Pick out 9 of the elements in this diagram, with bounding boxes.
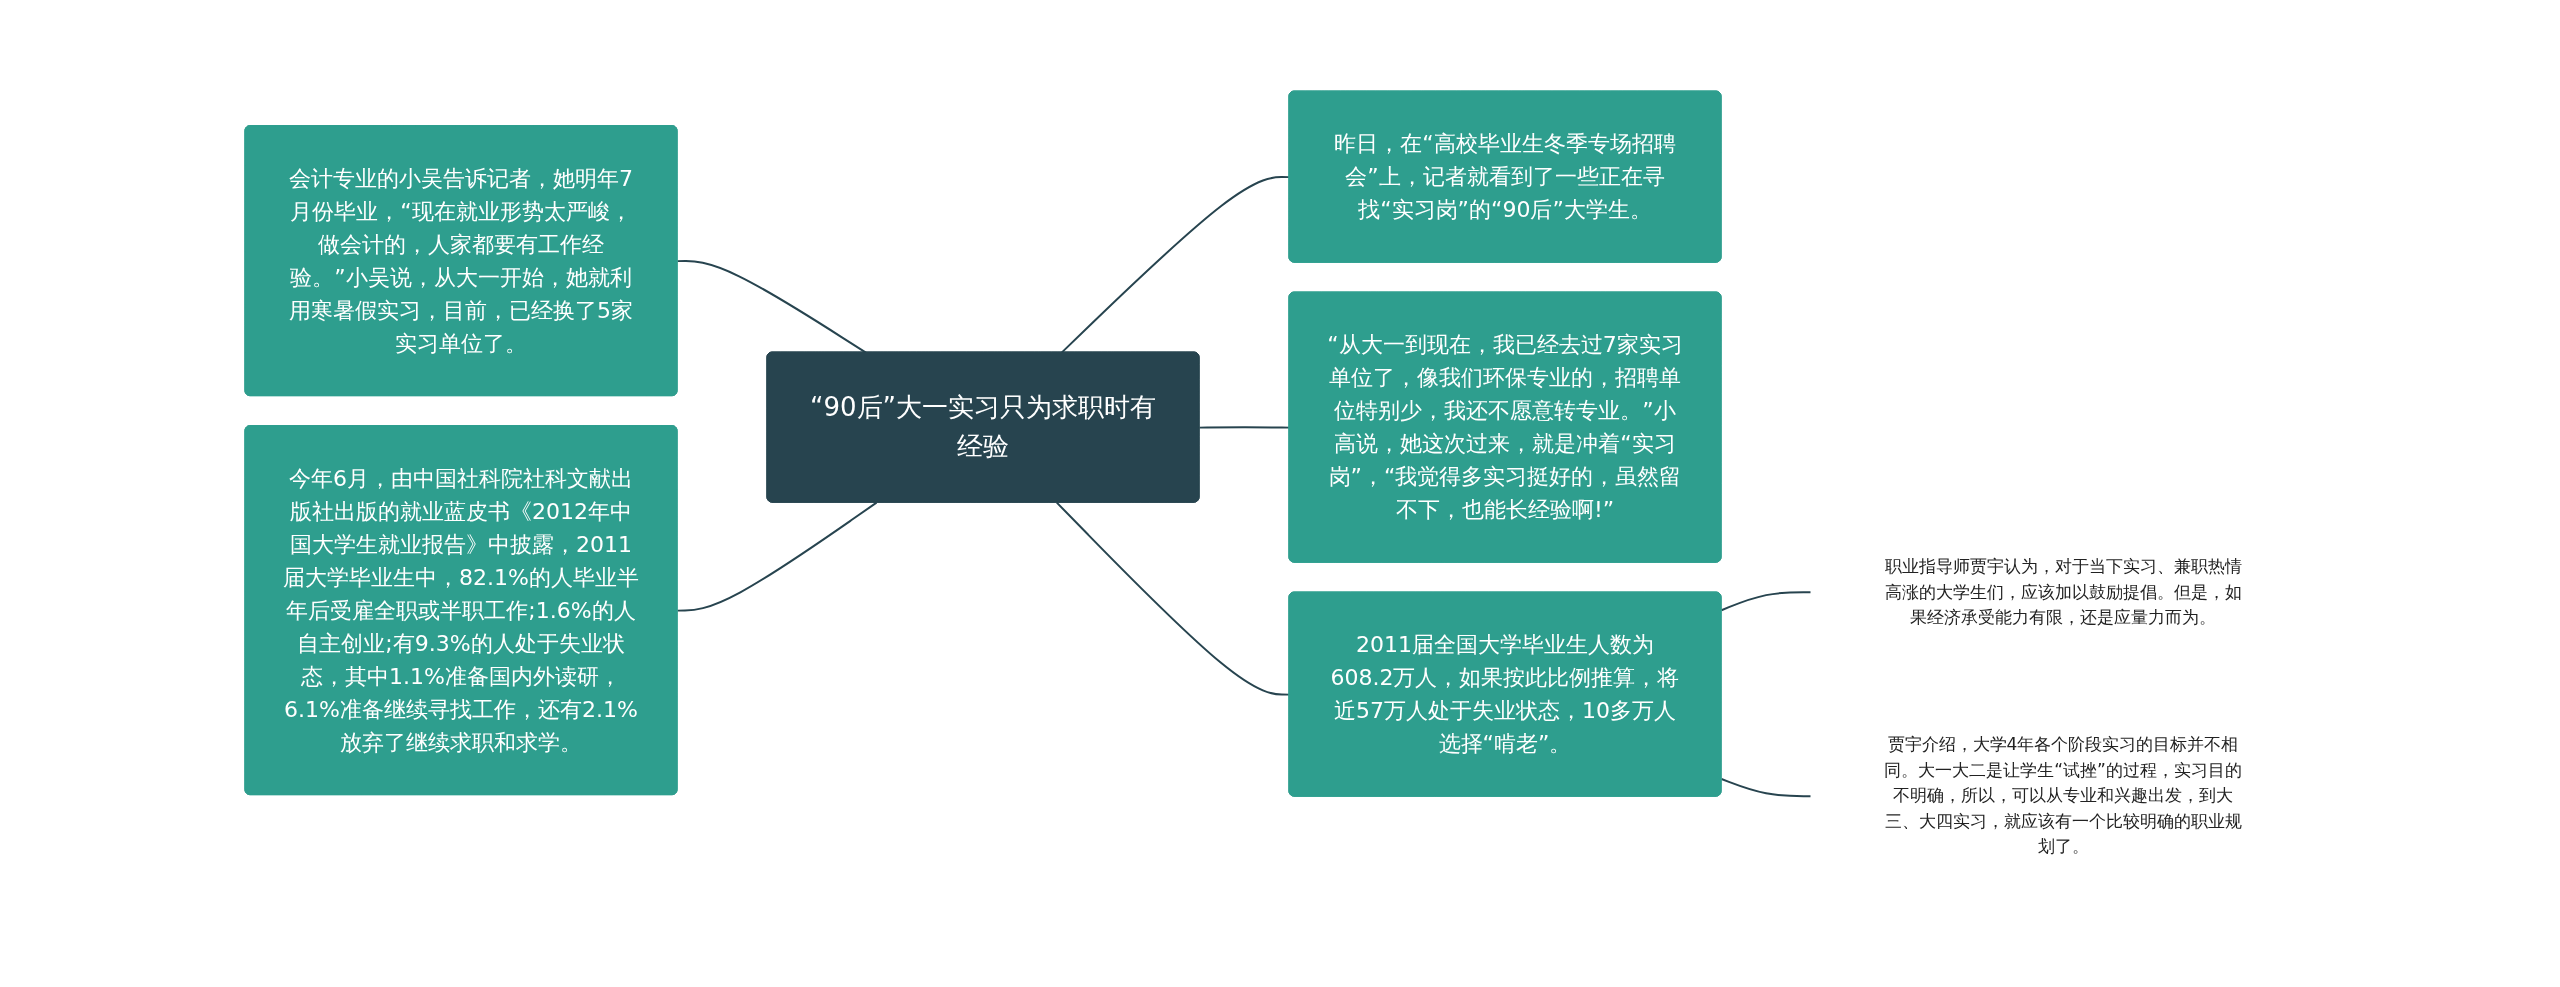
connector: [1720, 591, 1812, 612]
connector: [676, 260, 867, 354]
connector: [1060, 176, 1291, 354]
connector: [1055, 501, 1291, 696]
connector: [676, 501, 878, 612]
node-text: 职业指导师贾宇认为，对于当下实习、兼职热情高涨的大学生们，应该加以鼓励提倡。但是，如果经济承受能力有限，还是应量力而为。: [1884, 555, 2242, 627]
connector: [1198, 426, 1291, 429]
node-text: 贾宇介绍，大学4年各个阶段实习的目标并不相同。大一大二是让学生“试挫”的过程，实习目的不明确，所以，可以从专业和兴趣出发，到大三、大四实习，就应该有一个比较明确的职业规划了。: [1884, 734, 2242, 857]
connector: [1720, 778, 1812, 798]
